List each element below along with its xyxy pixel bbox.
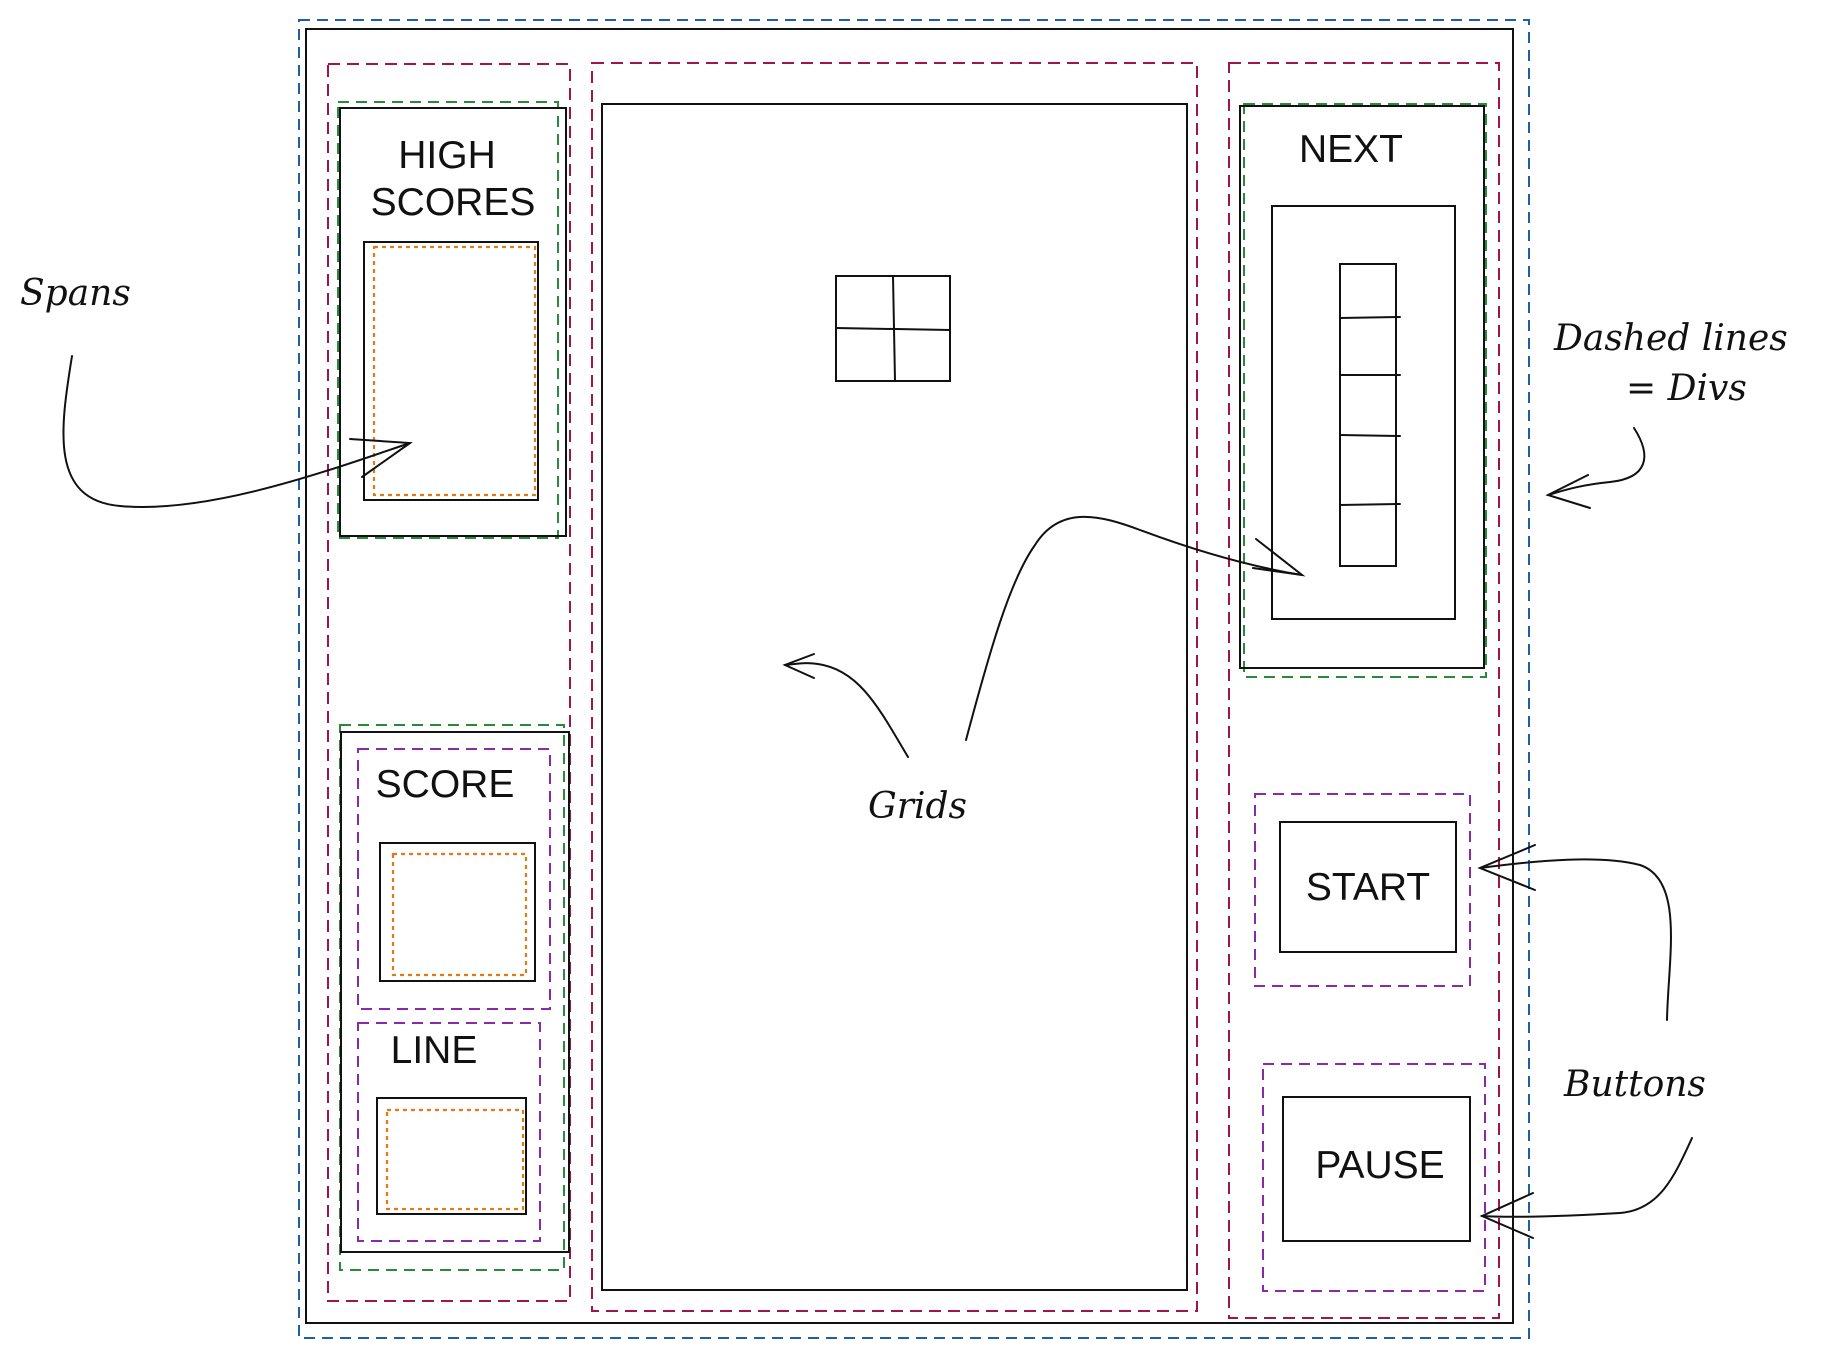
tetromino-divider-horizontal <box>835 327 951 331</box>
dashed-lines-annotation-line2: = Divs <box>1626 368 1747 409</box>
next-piece-outline <box>1339 263 1397 567</box>
high-scores-title-line1: HIGH <box>398 134 496 177</box>
line-span <box>385 1108 525 1211</box>
outer-container-box <box>305 28 1514 1324</box>
high-scores-span <box>372 245 537 497</box>
center-column-div <box>591 62 1198 1312</box>
next-piece-divider-4 <box>1339 503 1401 506</box>
dashed-lines-arrowhead <box>1545 474 1591 509</box>
buttons-arrow-pause <box>1481 1137 1693 1218</box>
buttons-annotation: Buttons <box>1563 1064 1706 1105</box>
stats-div <box>339 724 565 1271</box>
left-column-div <box>327 63 571 1302</box>
start-button-label: START <box>1306 866 1430 909</box>
next-piece-i <box>1339 263 1401 567</box>
start-div <box>1254 793 1471 987</box>
next-box <box>1239 105 1485 669</box>
spans-annotation: Spans <box>20 273 131 314</box>
next-piece-divider-1 <box>1339 316 1401 319</box>
score-title: SCORE <box>376 763 515 806</box>
next-piece-divider-3 <box>1339 434 1401 437</box>
start-button[interactable]: START <box>1279 821 1457 953</box>
line-title: LINE <box>391 1029 478 1072</box>
grids-arrow-left <box>784 662 909 758</box>
tetromino-o-piece <box>835 275 951 382</box>
grids-annotation: Grids <box>868 786 967 827</box>
start-button-box[interactable] <box>1279 821 1457 953</box>
outer-div <box>298 19 1530 1339</box>
dashed-lines-annotation-line1: Dashed lines <box>1553 318 1788 359</box>
high-scores-box <box>339 107 567 537</box>
right-column-div <box>1228 62 1500 1319</box>
pause-button[interactable]: PAUSE <box>1282 1096 1471 1242</box>
next-div <box>1243 103 1487 678</box>
line-span-box <box>376 1097 527 1215</box>
pause-div <box>1262 1063 1486 1292</box>
pause-button-box[interactable] <box>1282 1096 1471 1242</box>
high-scores-div <box>337 101 559 539</box>
next-title: NEXT <box>1299 128 1403 171</box>
grids-arrowhead-right <box>1252 538 1306 577</box>
high-scores-title-line2: SCORES <box>371 181 536 224</box>
spans-arrowhead <box>349 438 413 478</box>
buttons-arrow-start <box>1479 858 1672 1021</box>
line-div <box>357 1022 541 1242</box>
stats-box <box>340 731 570 1253</box>
dashed-lines-arrow <box>1547 427 1646 496</box>
next-grid-box <box>1271 205 1456 620</box>
game-grid <box>601 103 1188 1291</box>
high-scores-span-box <box>363 241 539 501</box>
grids-arrow-right <box>965 515 1303 741</box>
grids-arrowhead-left <box>782 653 815 679</box>
score-div <box>357 748 551 1010</box>
score-span <box>391 852 528 977</box>
buttons-arrowhead-pause <box>1479 1192 1534 1239</box>
pause-button-label: PAUSE <box>1315 1144 1444 1187</box>
buttons-arrowhead-start <box>1477 844 1536 891</box>
spans-arrow <box>62 355 411 508</box>
score-span-box <box>379 842 536 982</box>
